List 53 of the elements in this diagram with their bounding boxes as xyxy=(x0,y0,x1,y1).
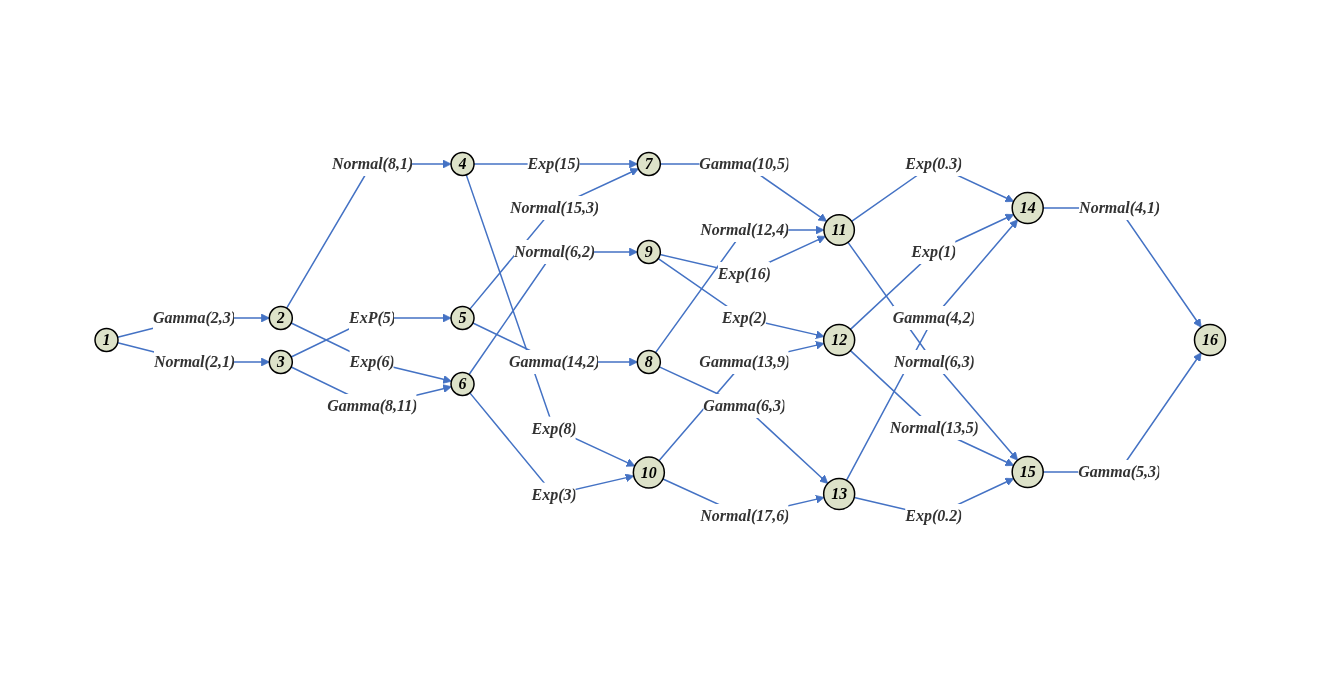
node-circle: 7 xyxy=(636,151,661,176)
edge-label: ExP(5) xyxy=(348,308,396,326)
edge-label: Exp(8) xyxy=(531,419,577,436)
edge-label: Normal(17,6) xyxy=(699,506,789,524)
edge-label: Gamma(4,2) xyxy=(892,308,975,326)
arrow xyxy=(849,213,1014,330)
arrow xyxy=(290,321,452,384)
edge-label: Exp(16) xyxy=(717,264,771,282)
node-circle: 4 xyxy=(450,151,475,176)
edge-label: Gamma(13,9) xyxy=(699,352,790,370)
arrow xyxy=(468,167,639,310)
edge-label: Normal(12,4) xyxy=(699,220,789,238)
node-circle: 3 xyxy=(268,349,293,374)
arrow xyxy=(658,365,828,484)
arrow xyxy=(847,241,1018,461)
arrow xyxy=(657,257,825,339)
node-circle: 10 xyxy=(632,455,665,489)
edge-label: Exp(15) xyxy=(527,154,581,172)
edge-label: Gamma(5,3) xyxy=(1077,462,1161,480)
edge-label: Normal(2,1) xyxy=(153,352,235,370)
edge-label: Normal(6,2) xyxy=(513,242,595,260)
arrow xyxy=(657,340,825,461)
edge-label: Exp(1) xyxy=(910,242,957,260)
edge-label: Gamma(2,3) xyxy=(152,308,236,326)
edge-label: Normal(4,1) xyxy=(1078,198,1160,216)
edge-label: Gamma(10,5) xyxy=(699,154,790,172)
node-circle: 11 xyxy=(822,213,855,246)
edge-label: Exp(6) xyxy=(349,352,395,370)
node-circle: 15 xyxy=(1011,455,1044,488)
edge-label: Normal(8,1) xyxy=(331,154,413,172)
edge-label: Exp(2) xyxy=(721,308,767,326)
node-circle: 14 xyxy=(1011,191,1044,224)
node-circle: 8 xyxy=(636,349,661,374)
edge-label: Gamma(14,2) xyxy=(508,352,600,370)
node-circle: 9 xyxy=(636,239,661,264)
node-circle: 1 xyxy=(94,327,119,352)
edge-label: Gamma(8,11) xyxy=(327,396,418,414)
edge-label: Normal(15,3) xyxy=(509,198,599,216)
edge-label: Normal(6,3) xyxy=(893,352,975,370)
arrow xyxy=(845,218,1018,481)
node-circle: 13 xyxy=(822,477,856,510)
node-circle: 5 xyxy=(450,305,475,330)
arrow xyxy=(849,349,1014,466)
node-circle: 2 xyxy=(268,305,293,330)
arrow xyxy=(465,173,635,467)
node-circle: 16 xyxy=(1193,323,1226,356)
edge-label: Exp(0.3) xyxy=(904,154,963,172)
edge-label: Normal(13,5) xyxy=(889,418,979,436)
node-circle: 12 xyxy=(822,323,856,356)
edge-label: Exp(0.2) xyxy=(904,506,963,524)
edge-label: Exp(3) xyxy=(531,485,577,502)
edge-label: Gamma(6,3) xyxy=(703,396,786,414)
node-circle: 6 xyxy=(450,371,475,396)
